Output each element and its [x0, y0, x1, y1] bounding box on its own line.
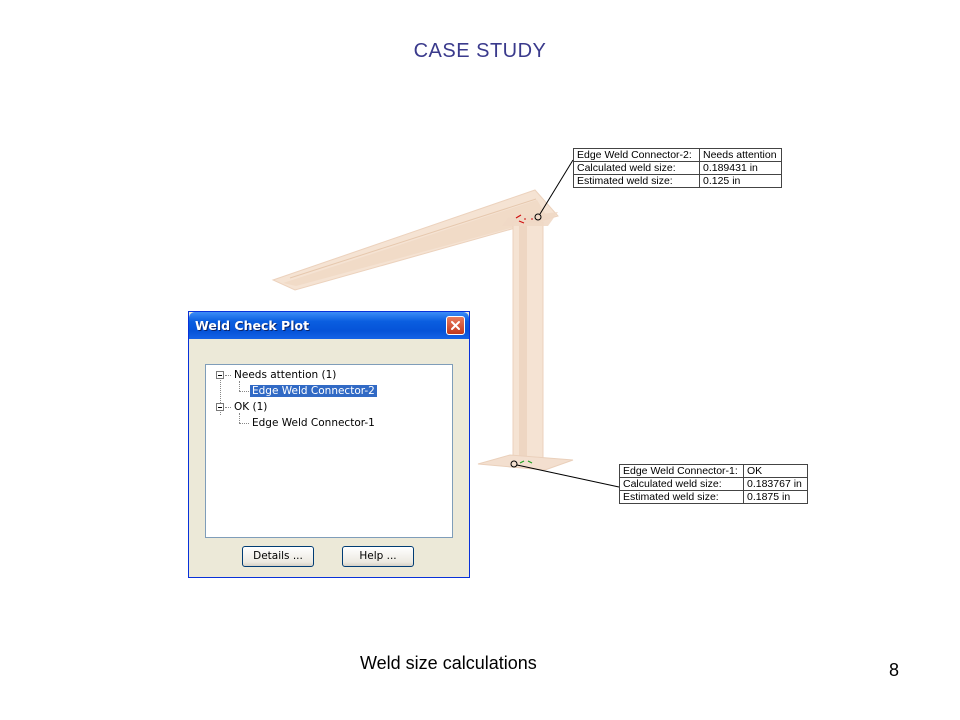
dialog-titlebar[interactable]: Weld Check Plot: [189, 312, 469, 339]
weld-marker-connector-2[interactable]: [515, 213, 542, 224]
help-button[interactable]: Help ...: [342, 546, 414, 567]
tree-group-label: Needs attention (1): [234, 369, 337, 381]
weld-callout-connector-1: Edge Weld Connector-1:OK Calculated weld…: [619, 464, 808, 504]
tree-item-label: Edge Weld Connector-2: [250, 385, 377, 397]
slide-caption: Weld size calculations: [360, 653, 537, 673]
dialog-title: Weld Check Plot: [195, 318, 310, 333]
collapse-icon[interactable]: [216, 403, 224, 411]
tree-group-ok[interactable]: OK (1): [232, 400, 269, 414]
vertical-column: [512, 221, 544, 461]
callout-value: 0.183767 in: [743, 477, 808, 491]
slanted-plate-flange: [283, 200, 548, 286]
close-button[interactable]: [446, 316, 465, 335]
tree-item-connector-2[interactable]: Edge Weld Connector-2: [250, 384, 377, 398]
base-plate: [477, 454, 574, 471]
weld-tree-view[interactable]: Needs attention (1) Edge Weld Connector-…: [205, 364, 453, 538]
leader-line-connector-1: [516, 464, 620, 488]
slide-title: CASE STUDY: [413, 40, 547, 62]
callout-value: 0.125 in: [699, 174, 782, 188]
details-button[interactable]: Details ...: [242, 546, 314, 567]
callout-key: Calculated weld size:: [573, 161, 700, 175]
callout-value: OK: [743, 464, 808, 478]
tree-group-label: OK (1): [234, 401, 268, 413]
weld-check-plot-dialog: Weld Check Plot Needs attention (1) Edge…: [188, 311, 470, 578]
leader-line-connector-2: [539, 159, 574, 215]
close-icon: [451, 321, 460, 330]
callout-key: Estimated weld size:: [619, 490, 744, 504]
callout-key: Estimated weld size:: [573, 174, 700, 188]
tree-item-label: Edge Weld Connector-1: [252, 417, 375, 429]
callout-value: Needs attention: [699, 148, 782, 162]
collapse-icon[interactable]: [216, 371, 224, 379]
tree-item-connector-1[interactable]: Edge Weld Connector-1: [250, 416, 377, 430]
callout-key: Calculated weld size:: [619, 477, 744, 491]
callout-value: 0.1875 in: [743, 490, 808, 504]
tree-group-needs-attention[interactable]: Needs attention (1): [232, 368, 338, 382]
page-number: 8: [889, 660, 900, 680]
weld-marker-connector-1[interactable]: [510, 460, 533, 468]
weld-callout-connector-2: Edge Weld Connector-2:Needs attention Ca…: [573, 148, 782, 188]
callout-value: 0.189431 in: [699, 161, 782, 175]
callout-key: Edge Weld Connector-1:: [619, 464, 744, 478]
callout-key: Edge Weld Connector-2:: [573, 148, 700, 162]
